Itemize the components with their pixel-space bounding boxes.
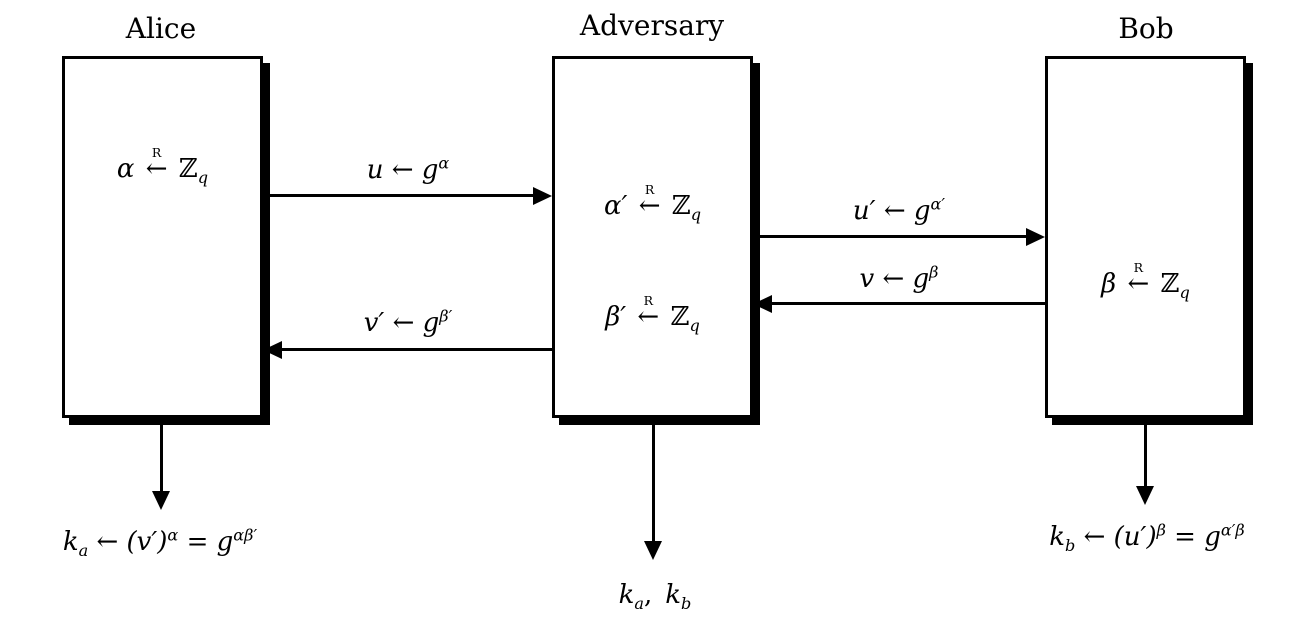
arrow-head-down-icon [152,491,170,510]
arrow-head-left-icon [753,295,772,313]
alice-sample-expression: α R← ℤq [116,145,209,188]
adversary-key-result: ka, kb [618,580,692,614]
arrow-line [652,421,655,541]
arrow-line [282,348,552,351]
message-v-label: v ← gβ [859,262,939,294]
arrow-head-down-icon [1136,486,1154,505]
party-box-adversary: α′ R← ℤq β′ R← ℤq [552,56,753,418]
adversary-sample-expression-2: β′ R← ℤq [605,293,700,336]
message-u-prime-label: u′ ← gα′ [852,194,946,226]
arrow-line [1144,421,1147,486]
arrow-line [160,421,163,491]
arrow-line [263,194,533,197]
message-v-prime-label: v′ ← gβ′ [363,306,453,338]
party-title-alice: Alice [125,12,197,45]
bob-key-result: kb ← (u′)β = gα′β [1049,520,1245,556]
arrow-line [772,302,1045,305]
adversary-sample-expression-1: α′ R← ℤq [603,182,702,225]
party-box-bob: β R← ℤq [1045,56,1246,418]
party-title-adversary: Adversary [579,9,725,42]
message-u-label: u ← gα [366,153,450,185]
alice-key-result: ka ← (v′)α = gαβ′ [62,525,258,561]
party-box-alice: α R← ℤq [62,56,263,418]
arrow-head-right-icon [533,187,552,205]
arrow-head-left-icon [263,341,282,359]
arrow-head-right-icon [1026,228,1045,246]
arrow-line [753,235,1026,238]
party-title-bob: Bob [1118,12,1174,45]
bob-sample-expression: β R← ℤq [1101,260,1190,303]
arrow-head-down-icon [644,541,662,560]
